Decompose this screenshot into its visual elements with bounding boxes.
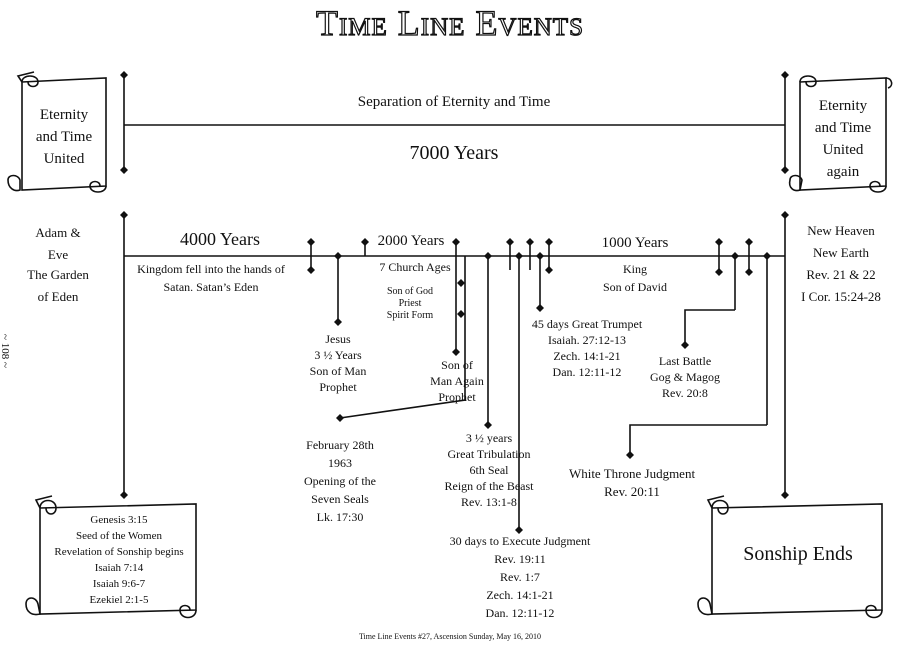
7000-years-label: 7000 Years — [409, 142, 499, 164]
white-throne-label: White Throne Judgment Rev. 20:11 — [568, 466, 696, 499]
4000-years-label: 4000 Years — [179, 229, 260, 249]
scroll-top-left — [7, 71, 107, 193]
page-number: ~ 108 ~ — [0, 334, 11, 368]
garden-label: The Garden of Eden — [27, 267, 89, 304]
scroll-top-right — [788, 75, 893, 193]
seven-seals-label: February 28th 1963 Opening of the Seven … — [304, 438, 376, 524]
sonship-ends-label: Sonship Ends — [743, 543, 853, 565]
king-label: King Son of David — [603, 262, 667, 294]
scroll-bottom-right — [697, 495, 883, 619]
church-ages-label: 7 Church Ages — [379, 260, 451, 274]
execute-judgment-label: 30 days to Execute Judgment Rev. 19:11 R… — [449, 534, 591, 620]
scroll-top-right-text: Eternity and Time United again — [814, 98, 872, 180]
scroll-top-left-text: Eternity and Time United — [35, 107, 93, 167]
scroll-bottom-left — [25, 495, 197, 619]
2000-years-label: 2000 Years — [377, 233, 445, 249]
son-of-god-label: Son of God Priest Spirit Form — [386, 286, 434, 321]
great-tribulation-label: 3 ½ years Great Tribulation 6th Seal Rei… — [444, 431, 534, 509]
1000-years-label: 1000 Years — [601, 235, 669, 251]
page-title: Time Line Events — [315, 2, 584, 43]
separation-label: Separation of Eternity and Time — [357, 94, 551, 110]
great-trumpet-label: 45 days Great Trumpet Isaiah. 27:12-13 Z… — [531, 317, 643, 379]
scroll-bottom-left-text: Genesis 3:15 Seed of the Women Revelatio… — [54, 514, 184, 606]
son-of-man-again-label: Son of Man Again Prophet — [430, 358, 484, 404]
jesus-label: Jesus 3 ½ Years Son of Man Prophet — [309, 332, 367, 394]
adam-eve-label: Adam & Eve — [35, 225, 81, 262]
kingdom-label: Kingdom fell into the hands of Satan. Sa… — [137, 262, 285, 294]
last-battle-label: Last Battle Gog & Magog Rev. 20:8 — [650, 354, 720, 400]
new-heaven-label: New Heaven New Earth Rev. 21 & 22 I Cor.… — [801, 223, 881, 304]
footer-caption: Time Line Events #27, Ascension Sunday, … — [358, 632, 542, 641]
